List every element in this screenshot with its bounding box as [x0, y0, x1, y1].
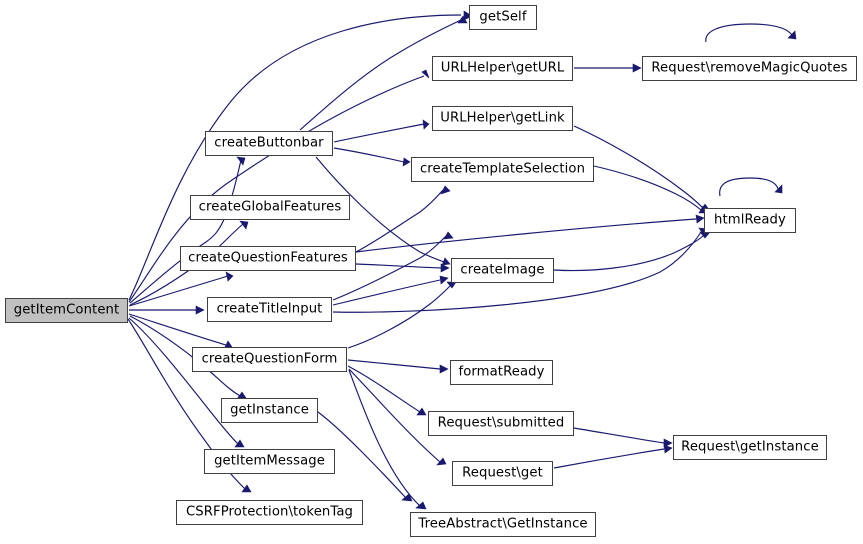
graph-node-label: URLHelper\getLink — [440, 110, 565, 126]
graph-node-Request_get[interactable]: Request\get — [452, 461, 553, 486]
arrowhead — [663, 438, 673, 448]
graph-node-label: createQuestionFeatures — [188, 250, 348, 266]
graph-node-label: getItemMessage — [214, 453, 325, 469]
graph-node-getItemMessage[interactable]: getItemMessage — [204, 449, 335, 474]
arrowhead — [463, 10, 473, 21]
edge-getItemContent-to-getSelf — [128, 10, 473, 301]
graph-node-TreeAbstract_GetInstance[interactable]: TreeAbstract\GetInstance — [410, 512, 596, 537]
graph-node-label: createButtonbar — [214, 135, 324, 151]
graph-node-getSelf[interactable]: getSelf — [469, 5, 537, 30]
edge-createButtonbar-to-createTemplateSelection — [333, 147, 411, 167]
graph-node-label: CSRFProtection\tokenTag — [186, 504, 353, 520]
edge-createQuestionForm-to-TreeAbstract_GetInstance — [348, 369, 427, 510]
arrowhead — [457, 15, 468, 24]
graph-node-label: createImage — [460, 262, 545, 278]
graph-node-createQuestionForm[interactable]: createQuestionForm — [192, 347, 347, 372]
edge-getItemContent-to-getItemMessage — [128, 317, 245, 448]
graph-node-htmlReady[interactable]: htmlReady — [704, 208, 796, 233]
arrowhead — [439, 364, 449, 374]
graph-node-URLHelper_getLink[interactable]: URLHelper\getLink — [432, 106, 573, 131]
graph-node-createTemplateSelection[interactable]: createTemplateSelection — [411, 157, 594, 182]
graph-node-URLHelper_getURL[interactable]: URLHelper\getURL — [432, 56, 573, 81]
edge-createTitleInput-to-createImage — [332, 275, 449, 306]
graph-node-label: createGlobalFeatures — [198, 199, 342, 215]
graph-node-label: getSelf — [479, 9, 527, 25]
edge-createQuestionFeatures-to-htmlReady — [355, 214, 705, 253]
graph-node-label: Request\submitted — [437, 415, 565, 431]
arrowhead — [632, 63, 642, 73]
arrowhead — [440, 185, 451, 195]
graph-node-Request_getInstance[interactable]: Request\getInstance — [673, 435, 827, 460]
graph-node-label: htmlReady — [714, 212, 786, 228]
graph-node-createImage[interactable]: createImage — [451, 258, 554, 283]
graph-node-label: createTemplateSelection — [419, 161, 586, 177]
edge-createQuestionFeatures-to-createImage — [355, 263, 450, 273]
arrowhead — [774, 184, 783, 194]
arrowhead — [439, 275, 449, 285]
graph-node-label: getItemContent — [13, 302, 120, 318]
edge-createTemplateSelection-to-htmlReady — [593, 165, 709, 214]
edge-createQuestionFeatures-to-createTemplateSelection — [355, 185, 451, 253]
graph-node-label: createTitleInput — [216, 301, 323, 317]
graph-node-createQuestionFeatures[interactable]: createQuestionFeatures — [180, 246, 356, 271]
edge-createTitleInput-to-createTemplateSelection — [332, 231, 454, 301]
graph-node-Request_submitted[interactable]: Request\submitted — [428, 411, 574, 436]
graph-node-createTitleInput[interactable]: createTitleInput — [207, 297, 332, 322]
arrowhead — [239, 220, 249, 230]
graph-node-label: createQuestionForm — [201, 351, 338, 367]
edge-getItemContent-to-createQuestionFeatures — [128, 271, 234, 307]
arrowhead — [436, 457, 447, 466]
graph-node-CSRFProtection_tokenTag[interactable]: CSRFProtection\tokenTag — [176, 500, 363, 525]
arrowhead — [695, 214, 705, 224]
arrowhead — [195, 305, 205, 315]
arrowhead — [440, 263, 450, 273]
edge-createQuestionForm-to-formatReady — [347, 359, 449, 374]
edge-htmlReady-to-htmlReady — [719, 177, 783, 197]
arrowhead — [402, 157, 411, 167]
arrowhead — [422, 119, 430, 130]
edge-createQuestionForm-to-createImage — [347, 281, 457, 349]
edge-createQuestionForm-to-Request_get — [348, 368, 447, 466]
arrowhead — [416, 407, 427, 416]
arrowhead — [241, 484, 252, 493]
arrowhead — [415, 501, 427, 510]
graph-node-getInstance[interactable]: getInstance — [221, 398, 318, 423]
edge-createButtonbar-to-getSelf — [299, 15, 468, 131]
graph-node-formatReady[interactable]: formatReady — [450, 360, 553, 385]
graph-node-createGlobalFeatures[interactable]: createGlobalFeatures — [190, 195, 350, 220]
arrowhead — [443, 231, 454, 240]
arrowhead — [663, 444, 673, 454]
arrowhead — [401, 493, 413, 502]
graph-node-getItemContent[interactable]: getItemContent — [5, 298, 128, 323]
arrowhead — [421, 69, 430, 79]
graph-node-label: formatReady — [458, 364, 545, 380]
edge-getInstance-to-TreeAbstract_GetInstance — [317, 411, 413, 502]
arrowhead — [234, 439, 245, 448]
edge-getItemContent-to-URLHelper_getURL — [128, 69, 430, 303]
graph-node-label: Request\removeMagicQuotes — [651, 60, 848, 76]
graph-node-label: TreeAbstract\GetInstance — [418, 516, 588, 532]
edge-Request_get-to-Request_getInstance — [553, 444, 673, 469]
arrowhead — [441, 257, 451, 266]
graph-node-label: Request\get — [462, 465, 543, 481]
edge-Request_submitted-to-Request_getInstance — [573, 427, 673, 448]
arrowhead — [225, 271, 234, 282]
edge-getItemContent-to-createTitleInput — [129, 305, 205, 315]
edge-URLHelper_getLink-to-htmlReady — [573, 125, 711, 212]
edge-URLHelper_getURL-to-Request_removeMagicQuotes — [574, 63, 642, 73]
edge-createButtonbar-to-URLHelper_getLink — [333, 119, 430, 143]
edge-createQuestionForm-to-Request_submitted — [347, 365, 427, 416]
graph-node-label: Request\getInstance — [681, 439, 819, 455]
graph-node-Request_removeMagicQuotes[interactable]: Request\removeMagicQuotes — [642, 56, 857, 81]
graph-node-label: getInstance — [230, 402, 309, 418]
arrowhead — [236, 156, 246, 166]
arrowhead — [787, 30, 797, 40]
graph-node-createButtonbar[interactable]: createButtonbar — [205, 131, 333, 156]
edge-Request_removeMagicQuotes-to-Request_removeMagicQuotes — [705, 23, 797, 43]
graph-node-label: URLHelper\getURL — [440, 60, 565, 76]
